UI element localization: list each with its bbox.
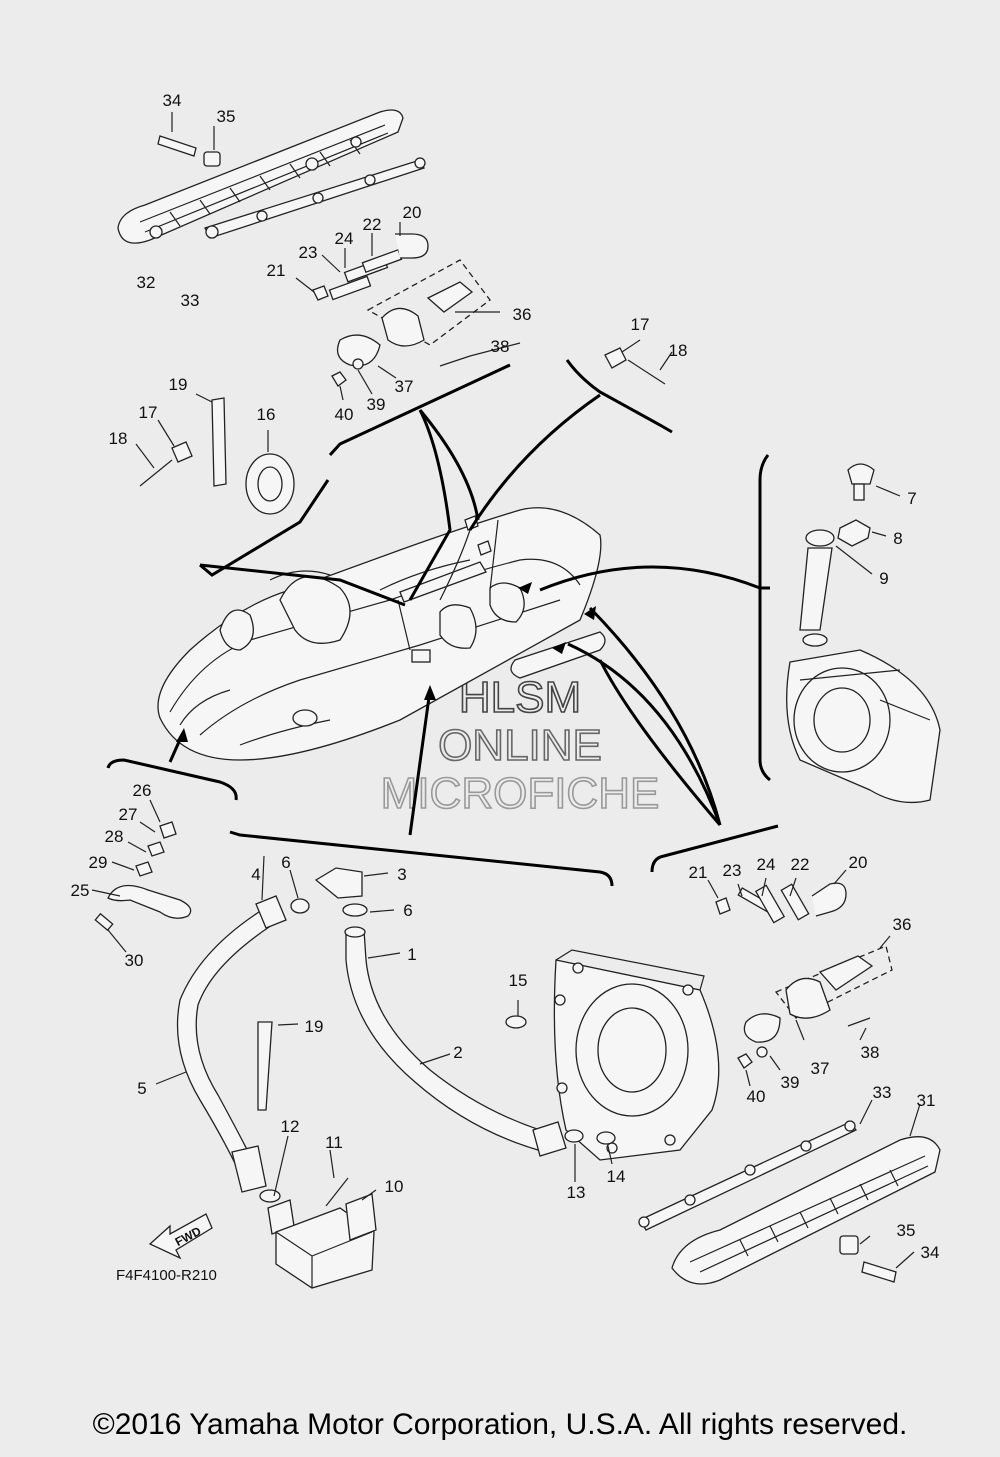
callout-34-lower: 34 [921, 1243, 940, 1262]
callout-20: 20 [403, 203, 422, 222]
callout-36: 36 [513, 305, 532, 324]
figure-code: F4F4100-R210 [116, 1267, 217, 1284]
callout-29: 29 [89, 853, 108, 872]
watermark-line-2: ONLINE [438, 721, 602, 770]
bottom-left-bracket-group [91, 758, 238, 953]
callout-39-lower: 39 [781, 1073, 800, 1092]
callout-12: 12 [281, 1117, 300, 1136]
callout-19-upper: 19 [169, 375, 188, 394]
parts-diagram: HLSM ONLINE MICROFICHE [71, 91, 941, 1289]
callout-37-lower: 37 [811, 1059, 830, 1078]
callout-37: 37 [395, 377, 414, 396]
callout-36-lower: 36 [893, 915, 912, 934]
callout-24: 24 [335, 229, 354, 248]
callout-9: 9 [879, 569, 888, 588]
lower-bracket-group [650, 824, 893, 1087]
callout-7: 7 [907, 489, 916, 508]
callout-19-lower: 19 [305, 1017, 324, 1036]
callout-23-lower: 23 [723, 861, 742, 880]
callout-32: 32 [137, 273, 156, 292]
callout-17-left: 17 [139, 403, 158, 422]
callout-25: 25 [71, 881, 90, 900]
callout-33-lower: 33 [873, 1083, 892, 1102]
callout-5: 5 [137, 1079, 146, 1098]
callout-6-lower: 6 [403, 901, 412, 920]
callout-labels: 34 35 32 33 20 22 24 23 21 36 38 37 39 4… [71, 91, 940, 1262]
left-grommet-group [135, 393, 330, 577]
callout-40-lower: 40 [747, 1087, 766, 1106]
callout-33: 33 [181, 291, 200, 310]
callout-39: 39 [367, 395, 386, 414]
callout-3: 3 [397, 865, 406, 884]
center-jet-housing [505, 949, 720, 1182]
callout-14: 14 [607, 1167, 626, 1186]
callout-38: 38 [491, 337, 510, 356]
callout-20-lower: 20 [849, 853, 868, 872]
callout-15: 15 [509, 971, 528, 990]
callout-31: 31 [917, 1091, 936, 1110]
callout-18-left: 18 [109, 429, 128, 448]
callout-28: 28 [105, 827, 124, 846]
callout-17-upper: 17 [631, 315, 650, 334]
callout-2: 2 [453, 1043, 462, 1062]
callout-13: 13 [567, 1183, 586, 1202]
right-jet-housing-group [758, 454, 941, 804]
leader-lines [168, 393, 761, 836]
water-separator-group [259, 1135, 377, 1289]
upper-bracket-group [295, 222, 521, 457]
callout-23: 23 [299, 243, 318, 262]
watermark: HLSM ONLINE MICROFICHE [380, 672, 660, 819]
callout-30: 30 [125, 951, 144, 970]
callout-22: 22 [363, 215, 382, 234]
callout-27: 27 [119, 805, 138, 824]
callout-24-lower: 24 [757, 855, 776, 874]
callout-11: 11 [325, 1133, 343, 1152]
watermark-line-1: HLSM [459, 673, 581, 722]
callout-21: 21 [267, 261, 286, 280]
bottom-grip-assembly [638, 1099, 941, 1285]
hose-assembly [155, 830, 614, 1193]
callout-4: 4 [251, 865, 260, 884]
copyright-notice: ©2016 Yamaha Motor Corporation, U.S.A. A… [92, 1408, 908, 1441]
callout-26: 26 [133, 781, 152, 800]
callout-35: 35 [217, 107, 236, 126]
callout-34: 34 [163, 91, 182, 110]
callout-40: 40 [335, 405, 354, 424]
upper-right-clip-group [565, 339, 673, 434]
fwd-arrow: FWD [148, 1213, 213, 1260]
callout-8: 8 [893, 529, 902, 548]
callout-22-lower: 22 [791, 855, 810, 874]
top-grip-assembly [117, 109, 426, 244]
callout-35-lower: 35 [897, 1221, 916, 1240]
watermark-line-3: MICROFICHE [381, 769, 660, 818]
callout-10: 10 [385, 1177, 404, 1196]
callout-6-upper: 6 [281, 853, 290, 872]
callout-18-upper: 18 [669, 341, 688, 360]
callout-16: 16 [257, 405, 276, 424]
callout-1: 1 [407, 945, 416, 964]
watercraft-hull [157, 507, 606, 761]
callout-21-lower: 21 [689, 863, 708, 882]
callout-38-lower: 38 [861, 1043, 880, 1062]
